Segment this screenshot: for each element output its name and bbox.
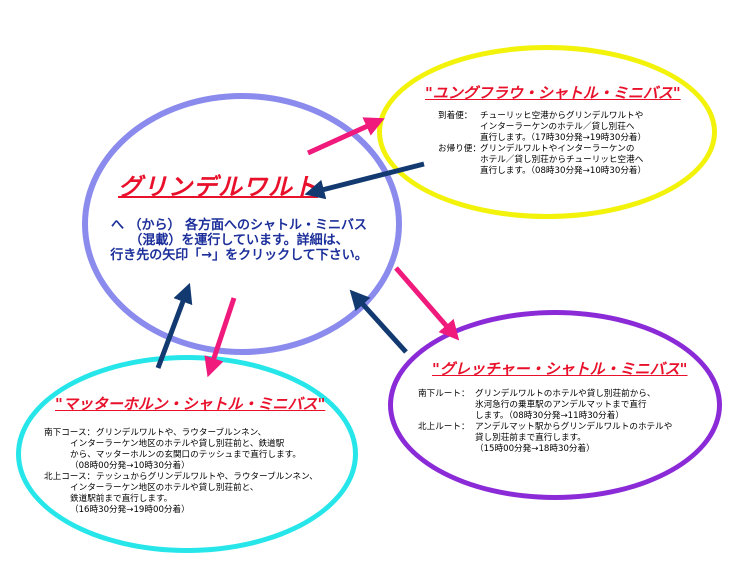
route-line: お帰り便： グリンデルワルトやインターラーケンの (438, 144, 646, 155)
route-text: インターラーケン地区のホテルや貸し別荘前と、鉄道駅 (70, 439, 285, 449)
route-text: テッシュからグリンデルワルトや、ラウターブルンネン、 (96, 472, 318, 482)
route-label: 南下ルート： (418, 389, 470, 399)
route-text: 氷河急行の乗車駅のアンデルマットまで直行 (475, 400, 647, 410)
route-text: チューリッヒ空港からグリンデルワルトや (480, 111, 644, 121)
route-label: 到着便： (438, 111, 473, 121)
center-description-line: （混載）を運行しています。詳細は、 (129, 233, 349, 248)
arrow-from-jungfrau[interactable] (304, 161, 425, 200)
route-label: 南下コース： (44, 428, 96, 438)
route-text: グリンデルワルトやインターラーケンの (480, 144, 635, 154)
route-text: インターラーケン地区のホテルや貸し別荘前と、 (70, 483, 259, 493)
route-line: 北上ルート： アンデルマット駅からグリンデルワルトのホテルや (418, 422, 672, 433)
route-label: 北上コース： (44, 472, 96, 482)
center-description-line: へ （から） 各方面へのシャトル・ミニバス (110, 218, 368, 233)
center-description-line: 行き先の矢印「→」をクリックして下さい。 (110, 248, 368, 263)
arrow-to-gletscher[interactable] (394, 266, 460, 341)
arrow-to-jungfrau[interactable] (306, 117, 385, 156)
grindelwald-ellipse (82, 93, 402, 355)
matterhorn-routes: 南下コース： グリンデルワルトや、ラウターブルンネン、 インターラーケン地区のホ… (44, 428, 318, 516)
route-text: （15時00分発→18時30分着） (475, 444, 595, 454)
route-text: インターラーケンのホテル／貸し別荘へ (480, 122, 635, 132)
route-text: 鉄道駅前まで直行します。 (70, 494, 173, 504)
route-line: 南下ルート： グリンデルワルトのホテルや貸し別荘前から、 (418, 389, 672, 400)
route-line: 到着便： チューリッヒ空港からグリンデルワルトや (438, 111, 646, 122)
route-text: から、マッターホルンの玄関口のテッシュまで直行します。 (70, 450, 302, 460)
arrow-from-matterhorn[interactable] (155, 282, 193, 369)
gletscher-ellipse (388, 310, 722, 500)
route-label: お帰り便： (438, 144, 481, 154)
matterhorn-title: "マッターホルン・シャトル・ミニバス" (55, 395, 326, 413)
route-label: 北上ルート： (418, 422, 470, 432)
jungfrau-title: "ユングフラウ・シャトル・ミニバス" (425, 84, 681, 102)
matterhorn-ellipse (16, 355, 358, 553)
center-description: へ （から） 各方面へのシャトル・ミニバス （混載）を運行しています。詳細は、 … (84, 218, 394, 263)
grindelwald-title: グリンデルワルト (118, 173, 318, 201)
gletscher-title: "グレッチャー・シャトル・ミニバス" (432, 360, 688, 378)
route-text: ホテル／貸し別荘からチューリッヒ空港へ (480, 155, 644, 165)
route-text: 直行します。（17時30分発→19時30分着） (480, 133, 647, 143)
route-text: （16時30分発→19時00分着） (70, 505, 190, 515)
route-text: （08時00分発→10時30分着） (70, 461, 190, 471)
arrow-to-matterhorn[interactable] (204, 297, 237, 378)
route-text: 直行します。（08時30分発→10時30分着） (480, 166, 647, 176)
route-line: 南下コース： グリンデルワルトや、ラウターブルンネン、 (44, 428, 318, 439)
route-text: アンデルマット駅からグリンデルワルトのホテルや (475, 422, 673, 432)
route-text: グリンデルワルトのホテルや貸し別荘前から、 (475, 389, 656, 399)
route-text: グリンデルワルトや、ラウターブルンネン、 (96, 428, 267, 438)
route-line: 北上コース： テッシュからグリンデルワルトや、ラウターブルンネン、 (44, 472, 318, 483)
route-text: します。（08時30分発→11時30分着） (475, 411, 624, 421)
jungfrau-routes: 到着便： チューリッヒ空港からグリンデルワルトや インターラーケンのホテル／貸し… (438, 111, 646, 177)
gletscher-routes: 南下ルート： グリンデルワルトのホテルや貸し別荘前から、 氷河急行の乗車駅のアン… (418, 389, 672, 455)
arrow-from-gletscher[interactable] (349, 289, 408, 354)
route-text: 貸し別荘前まで直行します。 (475, 433, 586, 443)
